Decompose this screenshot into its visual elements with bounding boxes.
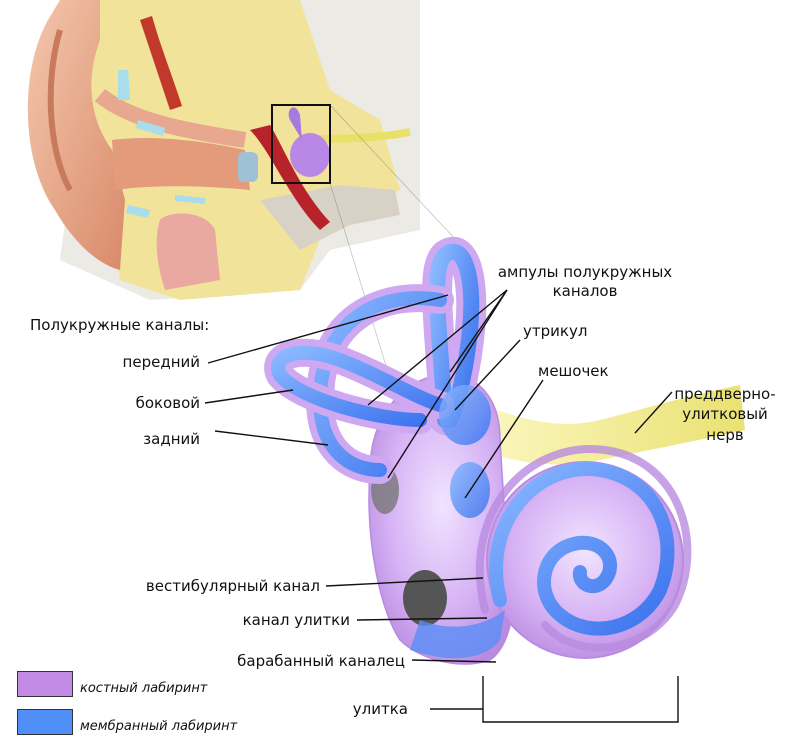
line-vestibular bbox=[325, 577, 484, 587]
label-cochlea: улитка bbox=[352, 700, 408, 718]
air-pocket-4 bbox=[175, 195, 205, 204]
legend-swatch-bony bbox=[17, 671, 73, 697]
cochlea-membranous-spiral bbox=[489, 461, 675, 636]
auricle-fold bbox=[47, 29, 73, 192]
air-pocket-1 bbox=[118, 70, 130, 100]
label-utricle: утрикул bbox=[523, 322, 588, 340]
canal-skin-lining bbox=[94, 88, 247, 148]
mini-inner-ear-canal bbox=[288, 107, 302, 140]
line-ampullae-2 bbox=[387, 289, 508, 479]
legend-swatch-membranous bbox=[17, 709, 73, 735]
legend-label-bony: костный лабиринт bbox=[80, 681, 208, 696]
line-ampullae-1 bbox=[367, 289, 508, 406]
line-ampullae-3 bbox=[449, 289, 508, 373]
semicircular-canals bbox=[264, 237, 487, 484]
line-saccule bbox=[464, 379, 544, 499]
oval-window bbox=[403, 570, 447, 626]
cochlea-shape bbox=[410, 445, 692, 659]
leader-lines bbox=[204, 289, 673, 710]
label-cochlear-duct: канал улитки bbox=[242, 611, 350, 629]
bone-texture bbox=[260, 185, 400, 250]
label-lateral: боковой bbox=[135, 394, 200, 412]
label-tympanic-duct: барабанный каналец bbox=[237, 652, 405, 670]
label-semicircular-title: Полукружные каналы: bbox=[30, 316, 210, 334]
label-vestibular-canal: вестибулярный канал bbox=[145, 577, 320, 595]
parotid-tissue bbox=[156, 213, 220, 290]
cochlea-bony-spiral bbox=[475, 445, 692, 652]
label-saccule: мешочек bbox=[538, 362, 609, 380]
label-anterior: передний bbox=[122, 353, 200, 371]
line-tympanic bbox=[411, 659, 497, 663]
ear-canal bbox=[112, 138, 250, 190]
label-nerve-line2: улитковый bbox=[682, 405, 768, 423]
zoom-box bbox=[271, 104, 331, 184]
blood-vessel-upper bbox=[140, 16, 182, 110]
mini-inner-ear-cochlea bbox=[290, 133, 330, 177]
label-ampullae-line2: каналов bbox=[552, 282, 618, 300]
label-nerve-line3: нерв bbox=[706, 426, 744, 444]
lateral-canal-membranous bbox=[271, 345, 447, 427]
label-nerve-line1: преддверно- bbox=[674, 385, 776, 403]
utricle-shape bbox=[439, 385, 491, 445]
blood-vessel bbox=[250, 125, 330, 230]
line-posterior bbox=[214, 430, 329, 446]
vestibulocochlear-nerve bbox=[470, 385, 745, 465]
label-ampullae-line1: ампулы полукружных bbox=[497, 263, 673, 281]
line-duct bbox=[356, 617, 488, 621]
legend-label-membranous: мембранный лабиринт bbox=[80, 719, 238, 734]
air-pocket-3 bbox=[126, 205, 150, 218]
anterior-canal-membranous bbox=[429, 244, 480, 428]
tympanic-membrane bbox=[238, 152, 258, 182]
line-anterior bbox=[207, 294, 449, 364]
line-utricle bbox=[454, 339, 521, 411]
ear-cross-section bbox=[27, 0, 420, 300]
label-posterior: задний bbox=[143, 430, 200, 448]
line-lateral bbox=[204, 389, 294, 404]
cochlea-base-duct bbox=[410, 610, 505, 659]
line-nerve bbox=[634, 391, 673, 434]
air-pocket-2 bbox=[136, 120, 165, 136]
cochlea-bracket bbox=[482, 676, 679, 723]
